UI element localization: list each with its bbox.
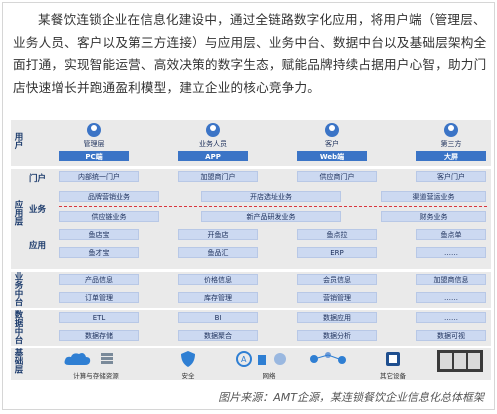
app-more: ……	[416, 247, 486, 258]
user-role-staff: 业务人员	[199, 140, 227, 148]
user-icon-customer	[325, 123, 339, 137]
application-label: 应用	[29, 241, 47, 251]
intro-paragraph: 某餐饮连锁企业在信息化建设中，通过全链路数字化应用，将用户端（管理层、业务人员、…	[13, 12, 487, 95]
biz-finance: 财务业务	[381, 211, 486, 222]
channel-screen: 大屏	[416, 151, 486, 161]
network-icon: A	[236, 351, 286, 367]
dm-bi: BI	[178, 312, 258, 323]
infra-band	[11, 348, 491, 380]
channel-web: Web端	[297, 151, 367, 161]
dm-data-apps: 数据应用	[297, 312, 377, 323]
business-divider	[59, 206, 487, 207]
portal-franchise: 加盟商门户	[178, 171, 258, 182]
biz-supply-chain: 供应链业务	[59, 211, 159, 222]
app-yupinhui: 鱼品汇	[178, 247, 258, 258]
biz-brand: 品牌营销业务	[59, 191, 159, 202]
dm-etl: ETL	[59, 312, 139, 323]
data-mid-label: 数据中台	[13, 310, 23, 344]
bm-franchise-info: 加盟商信息	[416, 274, 486, 285]
svg-text:A: A	[241, 355, 247, 364]
server-rack-icon	[437, 350, 483, 372]
infra-network: 网络	[262, 372, 276, 380]
biz-channel-ops: 渠道营运业务	[381, 191, 486, 202]
figure-caption: 图片来源：AMT企源，某连锁餐饮企业信息化总体框架	[218, 391, 484, 404]
user-icon-thirdparty	[444, 123, 458, 137]
app-erp: ERP	[297, 247, 377, 258]
bm-inventory-mgmt: 库存管理	[178, 292, 258, 303]
biz-new-product: 新产品研发业务	[201, 211, 341, 222]
cloud-icon	[64, 353, 113, 365]
bm-marketing-mgmt: 营销管理	[297, 292, 377, 303]
device-icon	[386, 352, 400, 366]
portal-supplier: 供应商门户	[297, 171, 377, 182]
portal-customer: 客户门户	[416, 171, 486, 182]
infra-compute-storage: 计算与存储资源	[73, 372, 119, 380]
bm-member-info: 会员信息	[297, 274, 377, 285]
biz-store-site: 开店选址业务	[201, 191, 341, 202]
infra-other-devices: 其它设备	[380, 372, 406, 380]
channel-app: APP	[178, 151, 248, 161]
network-nodes-icon	[310, 352, 346, 364]
user-icon-manager	[87, 123, 101, 137]
dm-analysis: 数据分析	[297, 330, 377, 341]
bm-price-info: 价格信息	[178, 274, 258, 285]
app-kaiyudian: 开鱼店	[178, 229, 258, 240]
app-yudianla: 鱼点拉	[297, 229, 377, 240]
app-yudiandan: 鱼点单	[416, 229, 486, 240]
portal-internal: 内部统一门户	[59, 171, 139, 182]
dm-storage: 数据存储	[59, 330, 139, 341]
user-role-thirdparty: 第三方	[440, 140, 462, 148]
bm-product-info: 产品信息	[59, 274, 139, 285]
app-yudianbao: 鱼店宝	[59, 229, 139, 240]
app-layer-label: 应用层	[13, 200, 23, 226]
infra-label: 基础层	[13, 348, 23, 374]
architecture-diagram: 用户 管理层 PC端 业务人员 APP 客户 Web端 第三方 大屏 应用层 门…	[11, 120, 491, 380]
biz-mid-label: 业务中台	[13, 272, 23, 306]
user-icon-staff	[206, 123, 220, 137]
bm-order-mgmt: 订单管理	[59, 292, 139, 303]
dm-more: ……	[416, 312, 486, 323]
bm-more: ……	[416, 292, 486, 303]
dm-visualization: 数据可视	[416, 330, 486, 341]
shield-icon	[181, 351, 195, 367]
user-role-customer: 客户	[325, 140, 339, 148]
business-label: 业务	[29, 205, 47, 215]
channel-pc: PC端	[59, 151, 129, 161]
dm-aggregation: 数据聚合	[178, 330, 258, 341]
app-yucaibao: 鱼才宝	[59, 247, 139, 258]
user-layer-label: 用户	[13, 132, 23, 149]
user-role-manager: 管理层	[83, 140, 105, 148]
portal-label: 门户	[29, 174, 47, 184]
infra-security: 安全	[181, 372, 195, 380]
figure-frame: 某餐饮连锁企业在信息化建设中，通过全链路数字化应用，将用户端（管理层、业务人员、…	[2, 2, 495, 410]
